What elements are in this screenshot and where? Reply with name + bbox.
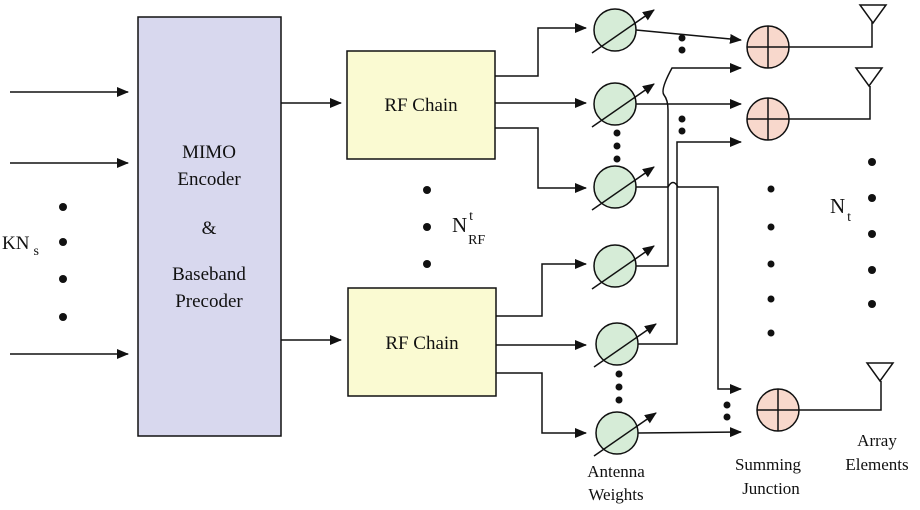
- w1-to-sum-1: [635, 29, 742, 44]
- caption-array-1: Array: [857, 431, 897, 450]
- antenna-weight-6: [593, 411, 657, 457]
- w6-to-sum-3: [637, 427, 742, 438]
- rf-chain-block-1: [346, 50, 496, 160]
- array-antennas: [854, 4, 895, 383]
- w3-to-sum-3: [636, 181, 742, 394]
- summing-junctions: [746, 25, 800, 432]
- antenna-element-icon-3: [865, 362, 895, 383]
- caption-weights-1: Antenna: [587, 462, 645, 481]
- caption-summing-2: Junction: [742, 479, 800, 498]
- rf-chain-block-2: [347, 287, 497, 397]
- antenna-weight-3: [591, 165, 655, 211]
- antenna-weight-2: [591, 82, 655, 128]
- encoder-line-5: Precoder: [175, 291, 243, 312]
- caption-array-2: Elements: [845, 455, 908, 474]
- rf2-to-weight-6: [496, 372, 587, 438]
- antenna-weight-4: [591, 244, 655, 290]
- sum1-to-antenna-1: [789, 22, 873, 48]
- encoder-line-3: &: [202, 218, 217, 239]
- antenna-element-icon-2: [854, 67, 884, 88]
- rf1-to-weight-1: [495, 23, 587, 77]
- antenna-ellipsis-dots: [868, 158, 876, 308]
- weight-ellipsis-dots: [613, 34, 731, 421]
- sum2-to-antenna-2: [789, 86, 871, 120]
- w5-to-sum-2: [638, 137, 742, 345]
- mimo-encoder-block: [137, 16, 282, 437]
- antenna-element-icon-1: [858, 4, 888, 25]
- input-ellipsis-dots: [59, 203, 67, 321]
- rf-chain-label-1: RF Chain: [384, 95, 458, 116]
- encoder-line-1: MIMO: [182, 142, 236, 163]
- summing-junction-2: [746, 97, 790, 141]
- antenna-weight-5: [593, 322, 657, 368]
- encoder-line-2: Encoder: [177, 169, 241, 190]
- summing-junction-3: [756, 388, 800, 432]
- encoder-line-4: Baseband: [172, 264, 246, 285]
- rf1-to-weight-3: [495, 127, 587, 193]
- sum3-to-antenna-3: [799, 381, 882, 411]
- captions: Antenna Weights Summing Junction Array E…: [587, 431, 908, 504]
- caption-weights-2: Weights: [588, 485, 643, 504]
- caption-summing-1: Summing: [735, 455, 802, 474]
- rf-chain-label-2: RF Chain: [385, 333, 459, 354]
- rf-ellipsis-dots: [423, 186, 431, 268]
- junction-ellipsis-dots: [767, 185, 775, 337]
- input-arrows: [10, 87, 129, 359]
- summing-junction-1: [746, 25, 790, 69]
- w4-to-sum-1: [636, 63, 742, 267]
- antenna-weights: [591, 8, 657, 457]
- encoder-text: MIMO Encoder & Baseband Precoder: [172, 142, 246, 312]
- rf2-to-weight-4: [496, 259, 587, 317]
